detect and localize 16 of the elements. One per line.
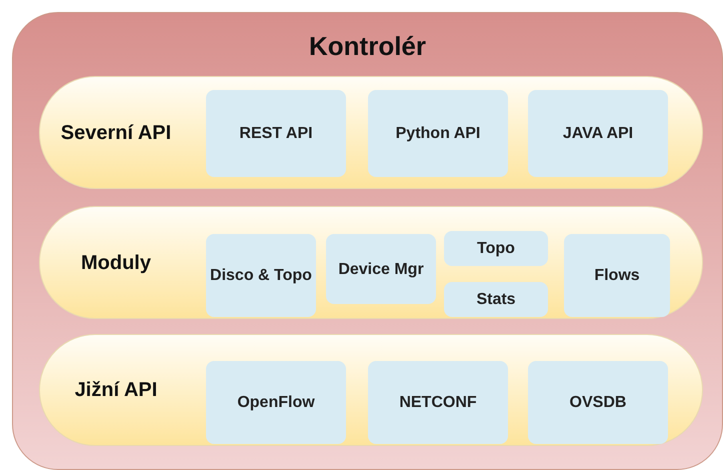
layer-heading: Moduly bbox=[80, 250, 152, 276]
module-box: JAVA API bbox=[528, 90, 668, 177]
module-box: OpenFlow bbox=[206, 361, 346, 444]
controller-panel bbox=[12, 12, 723, 470]
layer-heading: Jižní API bbox=[74, 378, 158, 403]
module-box: Python API bbox=[368, 90, 508, 177]
module-box: Disco & Topo bbox=[206, 234, 316, 317]
layer-heading: Severní API bbox=[60, 120, 172, 146]
module-box: Topo bbox=[444, 231, 548, 266]
module-box: REST API bbox=[206, 90, 346, 177]
module-box: NETCONF bbox=[368, 361, 508, 444]
module-box: Stats bbox=[444, 282, 548, 317]
module-box: Flows bbox=[564, 234, 670, 317]
panel-title: Kontrolér bbox=[308, 31, 427, 62]
module-box: OVSDB bbox=[528, 361, 668, 444]
module-box: Device Mgr bbox=[326, 234, 436, 304]
